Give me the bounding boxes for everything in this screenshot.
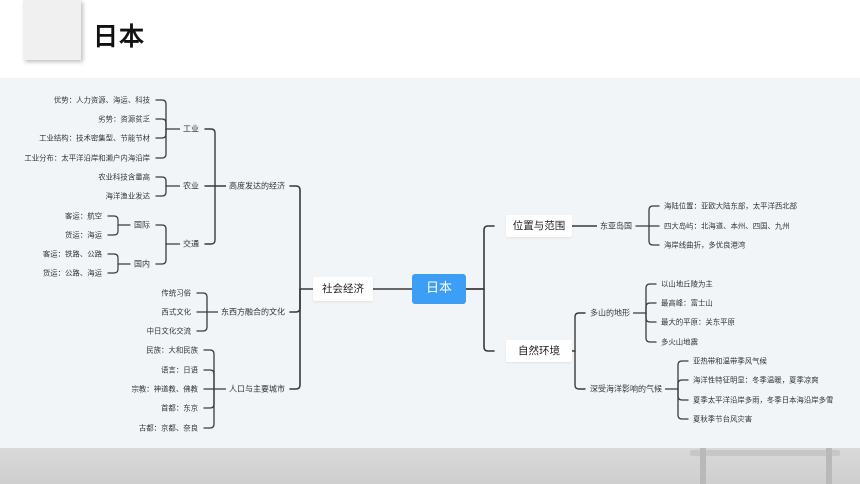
leaf-industry: 优势：人力资源、海运、科技 <box>50 94 153 106</box>
leaf-location: 海陆位置：亚欧大陆东部，太平洋西北部 <box>661 200 801 212</box>
leaf-population: 民族：大和民族 <box>143 344 201 356</box>
sub-international[interactable]: 国际 <box>131 219 153 231</box>
leaf-terrain: 以山地丘陵为主 <box>658 278 716 290</box>
connector-line <box>155 128 167 159</box>
branch-natural-env[interactable]: 自然环境 <box>506 340 572 362</box>
connector-line <box>155 185 167 197</box>
corner-decoration <box>23 0 81 60</box>
table-top-decoration <box>690 450 840 456</box>
leaf-industry: 工业结构：技术密集型、节能节材 <box>36 132 153 144</box>
connector-line <box>483 225 495 290</box>
leaf-agriculture: 农业科技含量高 <box>95 171 153 183</box>
connector-line <box>107 253 119 265</box>
leaf-population: 古都：京都、奈良 <box>135 422 201 434</box>
connector-line <box>196 292 208 313</box>
leaf-transport: 客运：航空 <box>62 210 105 222</box>
connector-line <box>677 388 689 420</box>
sub-domestic[interactable]: 国内 <box>131 258 153 270</box>
branch-social-economy[interactable]: 社会经济 <box>313 277 373 301</box>
connector-line <box>677 379 689 390</box>
connector-line <box>155 118 167 130</box>
branch-location[interactable]: 位置与范围 <box>506 215 572 237</box>
connector-line <box>483 288 495 352</box>
group-culture[interactable]: 东西方融合的文化 <box>218 306 288 318</box>
table-leg-decoration <box>700 448 706 484</box>
connector-line <box>203 349 215 390</box>
connector-line <box>645 283 657 314</box>
connector-line <box>155 99 167 130</box>
connector-line <box>645 302 657 314</box>
connector-line <box>289 185 301 290</box>
sub-east-asia-island[interactable]: 东亚岛国 <box>597 220 635 232</box>
leaf-agriculture: 海洋渔业发达 <box>102 190 153 202</box>
connector-line <box>107 263 119 274</box>
root-node[interactable]: 日本 <box>412 274 466 304</box>
connector-line <box>155 176 167 187</box>
connector-line <box>677 388 689 401</box>
connector-line <box>203 369 215 390</box>
connector-line <box>289 288 301 390</box>
leaf-climate: 夏季太平洋沿岸多雨，冬季日本海沿岸多雪 <box>690 394 837 406</box>
connector-line <box>204 128 216 187</box>
connector-line <box>203 388 215 429</box>
sub-ocean-climate[interactable]: 深受海洋影响的气候 <box>587 383 665 395</box>
leaf-culture: 传统习俗 <box>158 287 194 299</box>
connector-line <box>648 205 660 227</box>
connector-line <box>645 312 657 323</box>
connector-line <box>203 388 215 409</box>
leaf-climate: 海洋性特征明显：冬季温暖，夏季凉爽 <box>690 374 822 386</box>
leaf-population: 宗教：神道教、佛教 <box>128 383 201 395</box>
leaf-industry: 工业分布：太平洋沿岸和濑户内海沿岸 <box>21 152 153 164</box>
slide-header: 日本 <box>0 0 860 78</box>
connector-line <box>677 360 689 390</box>
leaf-location: 海岸线曲折，多优良港湾 <box>661 239 749 251</box>
connector-line <box>648 225 660 246</box>
connector-line <box>204 185 216 245</box>
connector-line <box>155 243 167 265</box>
page-title: 日本 <box>93 22 146 51</box>
connector-line <box>574 350 586 390</box>
leaf-culture: 中日文化交流 <box>143 325 194 337</box>
connector-line <box>574 312 586 352</box>
sub-mountain-terrain[interactable]: 多山的地形 <box>587 307 633 319</box>
leaf-transport: 客运：铁路、公路 <box>39 248 105 260</box>
sub-transport[interactable]: 交通 <box>180 238 202 250</box>
table-leg-decoration <box>826 448 832 484</box>
leaf-climate: 夏秋季节台风灾害 <box>690 413 756 425</box>
leaf-population: 语言：日语 <box>158 364 201 376</box>
connector-line <box>107 215 119 226</box>
connector-line <box>155 128 167 139</box>
connector-line <box>196 311 208 332</box>
group-developed-economy[interactable]: 高度发达的经济 <box>226 180 288 192</box>
leaf-transport: 货运：海运 <box>62 229 105 241</box>
connector-line <box>645 312 657 343</box>
leaf-industry: 劣势：资源贫乏 <box>95 113 153 125</box>
sub-industry[interactable]: 工业 <box>180 123 202 135</box>
sub-agriculture[interactable]: 农业 <box>180 180 202 192</box>
leaf-climate: 亚热带和温带季风气候 <box>690 355 770 367</box>
leaf-culture: 西式文化 <box>158 306 194 318</box>
leaf-location: 四大岛屿：北海道、本州、四国、九州 <box>661 220 793 232</box>
leaf-terrain: 最高峰：富士山 <box>658 297 716 309</box>
connector-line <box>289 288 301 313</box>
group-population-cities[interactable]: 人口与主要城市 <box>226 383 288 395</box>
connector-line <box>155 224 167 245</box>
leaf-terrain: 多火山地震 <box>658 336 701 348</box>
leaf-terrain: 最大的平原：关东平原 <box>658 316 738 328</box>
connector-line <box>107 224 119 236</box>
leaf-population: 首都：东京 <box>158 402 201 414</box>
leaf-transport: 货运：公路、海运 <box>39 267 105 279</box>
